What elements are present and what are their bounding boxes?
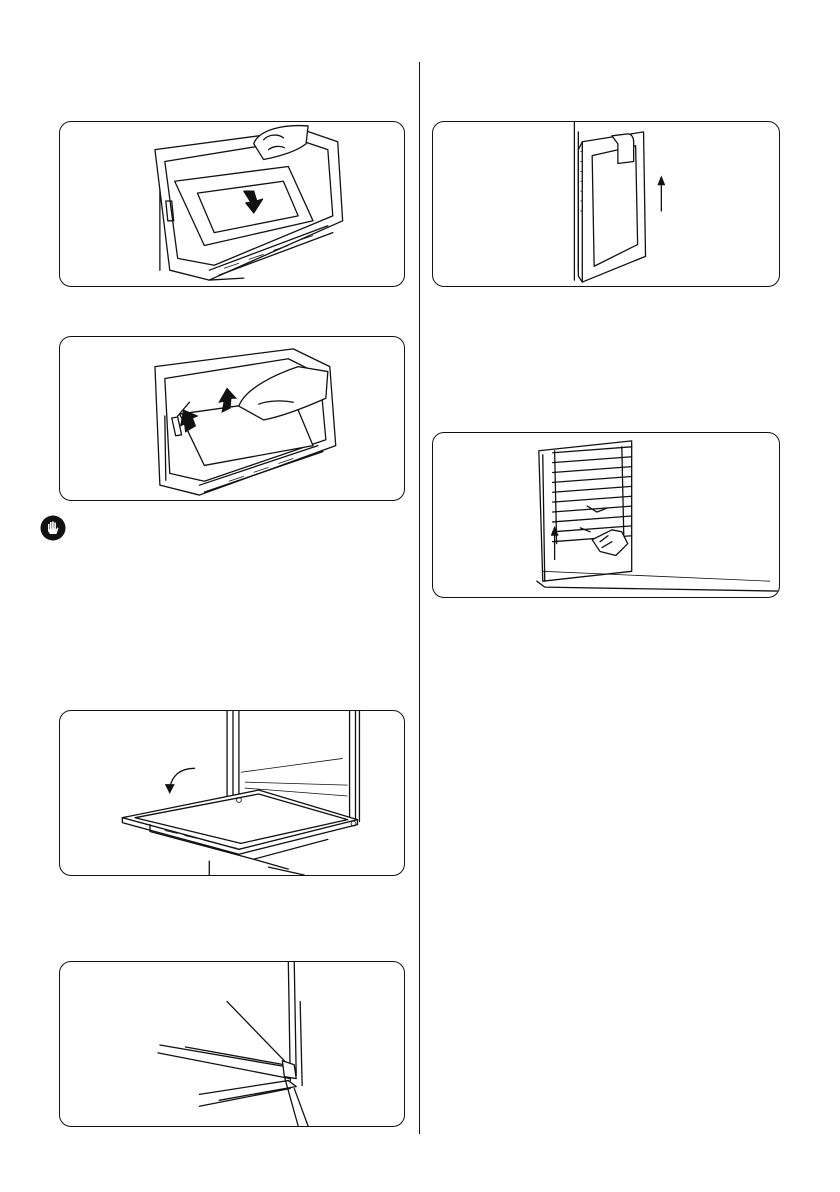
oven-door-vertical-illustration [433, 122, 779, 286]
hinge-closeup-illustration [60, 962, 404, 1126]
pointer-line-icon [227, 1002, 284, 1061]
figure-side-rack-removal [432, 432, 780, 598]
stop-hand-icon [40, 515, 66, 541]
oven-door-glass-insert-illustration [60, 337, 404, 500]
column-divider [419, 62, 420, 1134]
side-rack-illustration [433, 433, 779, 597]
oven-door-glass-illustration [60, 122, 404, 286]
figure-insert-glass-push-up [59, 336, 405, 501]
figure-remove-glass-pull-down [59, 121, 405, 287]
oven-door-open-illustration [60, 711, 404, 875]
figure-door-hinge-detail [59, 961, 405, 1127]
figure-door-lift-off [432, 121, 780, 287]
figure-door-lowering [59, 710, 405, 876]
